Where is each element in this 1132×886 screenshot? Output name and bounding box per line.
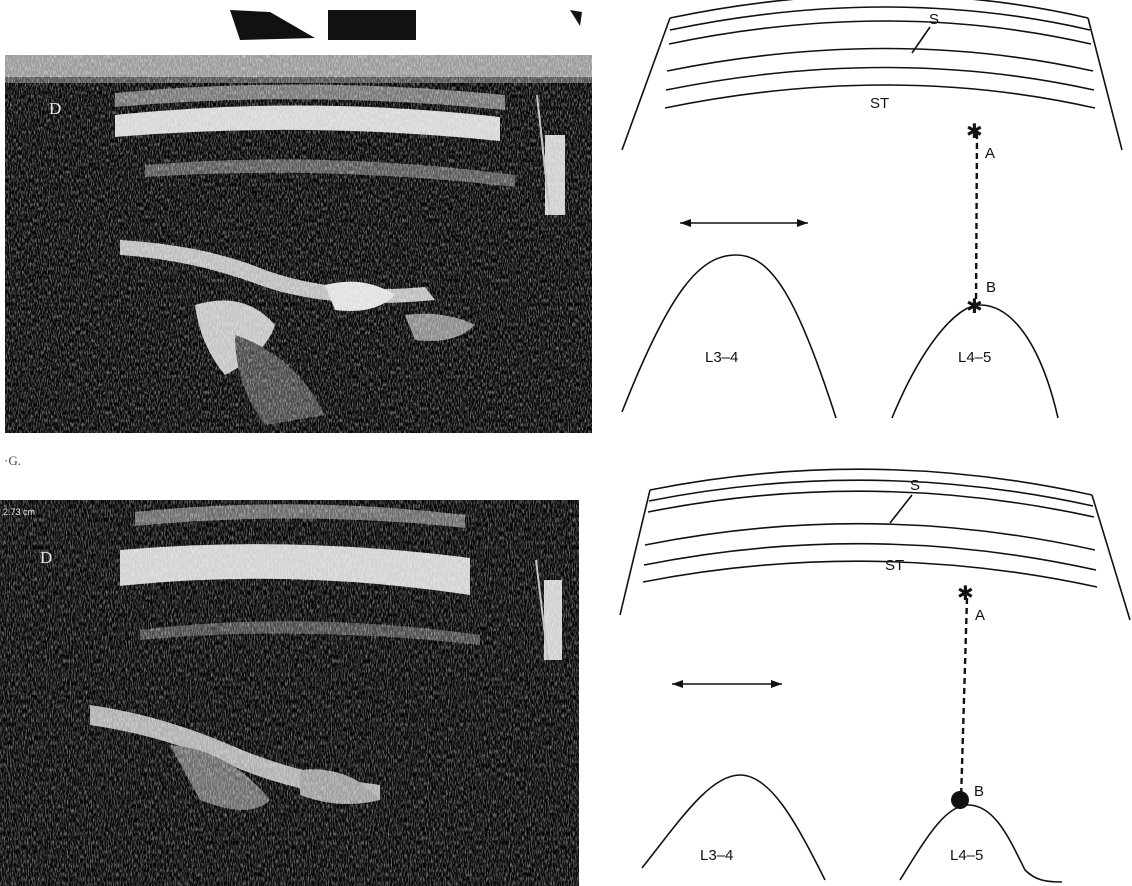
ultrasound-image-bottom: 2.73 cm D — [0, 500, 579, 886]
layer-line — [645, 524, 1095, 550]
header-shape-center — [328, 10, 416, 40]
point-a-label: A — [985, 145, 995, 162]
layer-side — [620, 490, 650, 615]
point-b-label: B — [974, 783, 984, 800]
arrow-horizontal — [680, 219, 808, 227]
skin-pointer — [890, 495, 912, 523]
vertebra-left-label: L3–4 — [705, 349, 738, 366]
anatomy-diagrams: S ST ✱ A ✱ B L3–4 L4–5 S ST — [600, 0, 1132, 886]
ultrasound-image-top: D — [5, 55, 592, 433]
measure-line — [976, 133, 977, 304]
skin-label: S — [910, 477, 920, 494]
layer-line — [649, 480, 1093, 506]
layer-side — [1092, 495, 1130, 620]
layer-side — [622, 18, 670, 150]
layer-line — [648, 491, 1094, 517]
diagram-bottom: S ST ✱ A B L3–4 L4–5 — [620, 469, 1130, 882]
arrow-horizontal — [672, 680, 782, 688]
vertebra-right-outline — [900, 805, 1062, 882]
measure-line — [961, 598, 967, 800]
vertebra-left-outline — [622, 255, 836, 418]
layer-line — [670, 0, 1088, 18]
point-a-label: A — [975, 607, 985, 624]
layer-line — [644, 544, 1096, 570]
header-shape-left — [230, 10, 315, 40]
figure-mark: ·G. — [4, 453, 21, 469]
point-b-label: B — [986, 279, 996, 296]
diagram-top: S ST ✱ A ✱ B L3–4 L4–5 — [622, 0, 1122, 418]
header-scan-artifacts — [220, 0, 600, 45]
header-shape-right — [570, 10, 582, 26]
skin-label: S — [929, 11, 939, 28]
layer-line — [666, 68, 1094, 91]
vertebra-right-label: L4–5 — [950, 847, 983, 864]
tissue-label: ST — [885, 557, 904, 574]
layer-line — [670, 7, 1090, 30]
ultrasound-side-label: D — [40, 548, 52, 567]
vertebra-left-label: L3–4 — [700, 847, 733, 864]
tissue-label: ST — [870, 95, 889, 112]
ultrasound-side-label: D — [49, 99, 61, 118]
layer-line — [643, 561, 1097, 587]
vertebra-right-label: L4–5 — [958, 349, 991, 366]
point-a-marker: ✱ — [957, 581, 974, 605]
vertebra-left-outline — [642, 775, 825, 880]
layer-side — [1088, 18, 1122, 150]
layer-line — [669, 21, 1091, 44]
point-a-marker: ✱ — [966, 119, 983, 143]
depth-readout: 2.73 cm — [3, 507, 35, 517]
